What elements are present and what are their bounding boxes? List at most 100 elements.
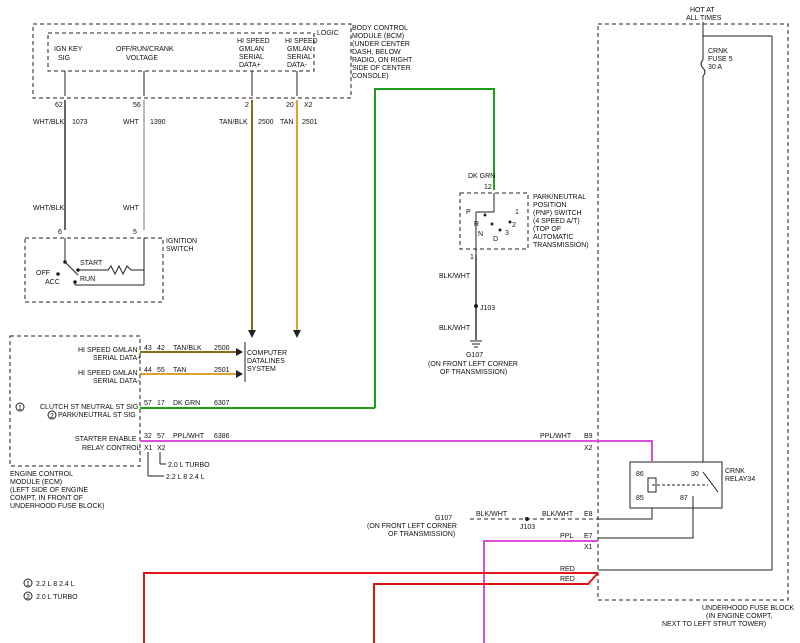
- arrow-2500: [248, 330, 256, 338]
- pnp-contact-2: [490, 222, 494, 226]
- bcm-title-2: MODULE (BCM): [352, 33, 404, 40]
- pnp-gear-n: N: [478, 231, 483, 238]
- pnp-ground-loc-2: OF TRANSMISSION): [440, 369, 507, 376]
- bcm-input-4-l4: DATA-: [287, 62, 308, 69]
- datalines-3: SYSTEM: [247, 366, 276, 373]
- ecm-engine-note-2: 2.2 L 8 2.4 L: [166, 474, 205, 481]
- relay-87-wire: [598, 508, 694, 539]
- pnp-pin-in: 12: [484, 184, 492, 191]
- ground-lower-wire-label: BLK/WHT: [476, 511, 508, 518]
- legend-2-mark: 2: [26, 594, 30, 601]
- ecm-row3-color: DK GRN: [173, 400, 200, 407]
- ecm-row1-pin2: 42: [157, 345, 165, 352]
- pnp-contact-3: [498, 228, 502, 232]
- ecm-row3-pin1: 57: [144, 400, 152, 407]
- bcm-input-1-l2: SIG: [58, 55, 70, 62]
- ecm-row4-l2: RELAY CONTROL: [82, 445, 141, 452]
- bcm-box: [32, 23, 352, 99]
- ecm-row2-color: TAN: [173, 367, 186, 374]
- fuse-label-1: CRNK: [708, 48, 728, 55]
- pnp-title-7: TRANSMISSION): [533, 242, 589, 249]
- ecm-title-5: UNDERHOOD FUSE BLOCK): [10, 503, 105, 510]
- ecm-note-2-circle: [47, 410, 57, 420]
- ground-lower-splice-label: J103: [520, 524, 535, 531]
- bcm-title-1: BODY CONTROL: [352, 25, 408, 32]
- relay-box: [629, 461, 723, 509]
- fuse-block-title-1: UNDERHOOD FUSE BLOCK: [702, 605, 795, 612]
- fuse-label-3: 30 A: [708, 64, 722, 71]
- fuse-pin-b9: B9: [584, 433, 593, 440]
- wire-2501-color: TAN: [280, 119, 293, 126]
- bcm-input-4-l2: GMLAN: [287, 46, 312, 53]
- ecm-note-2: 2: [50, 413, 54, 420]
- ign-pos-start: START: [80, 260, 103, 267]
- relay-label-1: CRNK: [725, 468, 745, 475]
- legend-1-circle: [23, 578, 33, 588]
- ecm-row4-pin1: 32: [144, 433, 152, 440]
- hot-at-1: HOT AT: [690, 7, 715, 14]
- wire-2500-circuit: 2500: [258, 119, 274, 126]
- bcm-pin-62: 62: [55, 102, 63, 109]
- pnp-wire-out2-label: BLK/WHT: [439, 325, 471, 332]
- pnp-gear-1: 1: [515, 209, 519, 216]
- underhood-fuse-block: HOT AT ALL TIMES CRNK FUSE 5 30 A CRNK R…: [143, 7, 795, 643]
- ign-pos-run: RUN: [80, 276, 95, 283]
- ign-pos-acc: ACC: [45, 279, 60, 286]
- pnp-gear-r: R: [474, 221, 479, 228]
- pnp-ground: G107: [466, 352, 483, 359]
- ecm-row3-circuit: 6307: [214, 400, 230, 407]
- legend-2-circle: [23, 591, 33, 601]
- pnp-contact-1: [483, 213, 487, 217]
- pnp-gear-d: D: [493, 236, 498, 243]
- wire-2500-color: TAN/BLK: [219, 119, 248, 126]
- pnp-splice-label: J103: [480, 305, 495, 312]
- ign-title-1: IGNITION: [166, 238, 197, 245]
- legend-1-text: 2.2 L 8 2.4 L: [36, 581, 75, 588]
- ign-title-2: SWITCH: [166, 246, 194, 253]
- bcm-input-1-l1: IGN KEY: [54, 46, 83, 53]
- fuse-e8-color: BLK/WHT: [542, 511, 574, 518]
- bcm-title-6: SIDE OF CENTER: [352, 65, 411, 72]
- ign-wire-label-2: WHT: [123, 205, 140, 212]
- ecm-title-2: MODULE (ECM): [10, 479, 62, 486]
- datalines-2: DATALINES: [247, 358, 285, 365]
- wire-1073-circuit: 1073: [72, 119, 88, 126]
- ground-lower-splice: [525, 517, 529, 521]
- fuse-pin-e8: E8: [584, 511, 593, 518]
- wire-red-2: [373, 572, 599, 643]
- fuse-block-title-2: (IN ENGINE COMPT,: [706, 613, 773, 620]
- legend-2-text: 2.0 L TURBO: [36, 594, 78, 601]
- pnp-title-1: PARK/NEUTRAL: [533, 194, 586, 201]
- relay-pin-85: 85: [636, 495, 644, 502]
- pnp-wire-out-label: BLK/WHT: [439, 273, 471, 280]
- ecm-row3-pin2: 17: [157, 400, 165, 407]
- ecm-row3-l2: PARK/NEUTRAL ST SIG: [58, 412, 136, 419]
- relay-pin-87: 87: [680, 495, 688, 502]
- bcm-input-4-l1: HI SPEED: [285, 38, 318, 45]
- ecm-row1-pin1: 43: [144, 345, 152, 352]
- ecm-row2-pin2: 55: [157, 367, 165, 374]
- fuse-label-2: FUSE 5: [708, 56, 733, 63]
- hot-at-2: ALL TIMES: [686, 15, 722, 22]
- ecm-title-3: (LEFT SIDE OF ENGINE: [10, 487, 88, 494]
- ign-pos-off: OFF: [36, 270, 50, 277]
- ecm-arrow-2500: [236, 348, 243, 356]
- pnp-pin-out: 1: [470, 254, 474, 261]
- fuse-conn-x2: X2: [584, 445, 593, 452]
- bcm-title-7: CONSOLE): [352, 73, 389, 80]
- pnp-box: [459, 192, 529, 250]
- wire-red-1: [143, 572, 598, 643]
- ign-pin-5: 5: [133, 229, 137, 236]
- relay-86-wire: [590, 440, 653, 462]
- ground-lower-name: G107: [435, 515, 452, 522]
- bcm-input-3-l4: DATA+: [239, 62, 261, 69]
- fuse-e7-color: PPL: [560, 533, 573, 540]
- ecm-row4-l1: STARTER ENABLE: [75, 436, 137, 443]
- pnp-gear-p: P: [466, 209, 471, 216]
- fuse-b9-color: PPL/WHT: [540, 433, 572, 440]
- ecm-row1-l2: SERIAL DATA+: [93, 355, 141, 362]
- datalines-1: COMPUTER: [247, 350, 287, 357]
- red-label-2: RED: [560, 576, 575, 583]
- red-label-1: RED: [560, 566, 575, 573]
